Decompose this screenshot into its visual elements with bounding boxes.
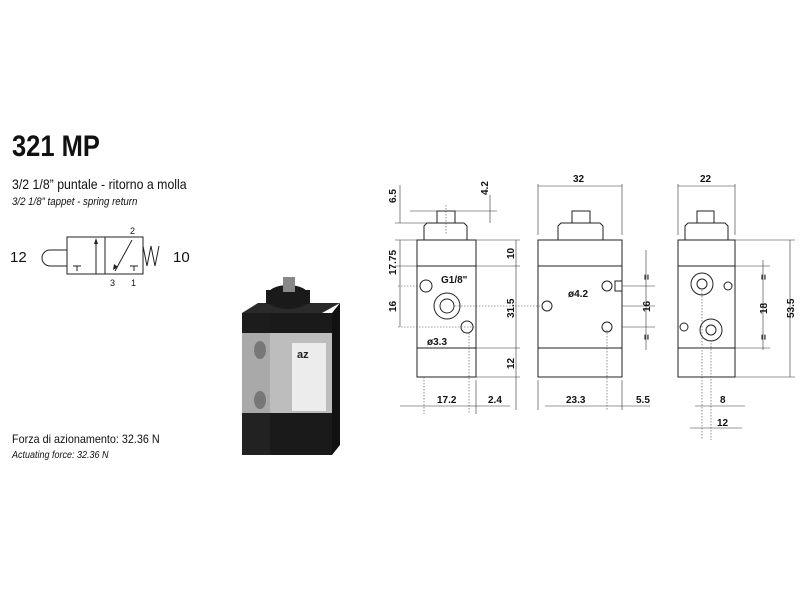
subtitle-italian: 3/2 1/8” puntale - ritorno a molla	[12, 176, 187, 192]
dimension-label: 12	[506, 357, 517, 369]
dimension-label: 16	[642, 300, 653, 312]
port-3-label: 3	[110, 278, 115, 288]
dimension-label: =	[642, 334, 653, 340]
dimension-label: 5.5	[636, 395, 650, 406]
dimension-label: 23.3	[566, 395, 586, 406]
port-12-label: 12	[10, 249, 27, 266]
actuating-force-english: Actuating force: 32.36 N	[12, 450, 109, 461]
subtitle-english: 3/2 1/8” tappet - spring return	[12, 196, 138, 208]
dimension-label: 31.5	[506, 298, 517, 318]
product-photo: az	[242, 277, 340, 455]
dimension-label: 18	[759, 302, 770, 314]
dimension-label: 2.4	[488, 395, 502, 406]
dimension-label: 12	[717, 418, 729, 429]
dimension-label: 53.5	[786, 298, 797, 318]
dimension-label: 17.75	[388, 250, 399, 275]
front-view-drawing: 6.5 4.2 17.75 16 G1/8" ø3.3 10 31.5 12 1…	[388, 181, 540, 414]
brand-logo: az	[297, 349, 309, 361]
dimension-label: =	[642, 274, 653, 280]
dimension-label: ø3.3	[427, 337, 447, 348]
side-view-drawing: 32 ø4.2 23.3 5.5 = 16 =	[537, 174, 655, 410]
dimension-label: 32	[573, 174, 585, 185]
rear-view-drawing: 22 = 18 = 53.5 8 12	[677, 174, 797, 440]
dimension-label: G1/8"	[441, 275, 468, 286]
dimension-label: 10	[506, 247, 517, 259]
dimension-label: 8	[720, 395, 726, 406]
tappet-icon	[41, 249, 67, 267]
dimension-label: 16	[388, 300, 399, 312]
port-1-label: 1	[131, 278, 136, 288]
dimension-label: 6.5	[388, 189, 399, 203]
spring-icon	[142, 245, 160, 267]
valve-symbol: 12 10 2 3 1	[10, 226, 190, 288]
dimension-label: 22	[700, 174, 712, 185]
dimension-label: =	[759, 334, 770, 340]
port-10-label: 10	[173, 249, 190, 266]
dimension-label: ø4.2	[568, 289, 588, 300]
actuating-force-italian: Forza di azionamento: 32.36 N	[12, 432, 160, 446]
dimension-label: 17.2	[437, 395, 457, 406]
product-title: 321 MP	[12, 130, 100, 163]
dimension-label: =	[759, 274, 770, 280]
dimension-label: 4.2	[480, 181, 491, 195]
port-2-label: 2	[130, 226, 135, 236]
